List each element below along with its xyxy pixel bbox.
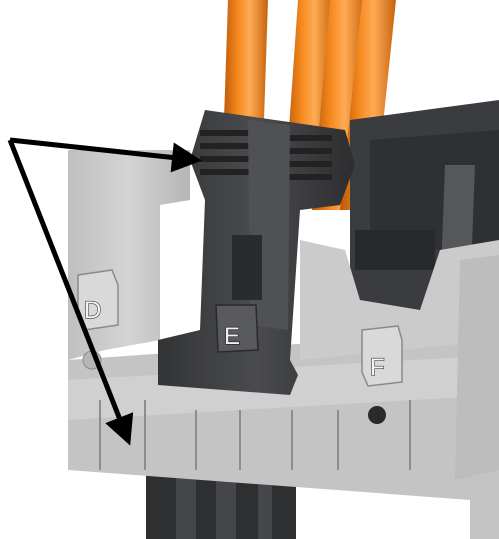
arrow-to-housing-icon — [7, 139, 134, 446]
tab-f: F — [361, 325, 403, 387]
tab-e: E — [215, 304, 259, 353]
arrow-to-latch-icon — [9, 137, 202, 173]
latch-ribs-right — [282, 135, 332, 180]
label-d: D — [84, 297, 101, 324]
label-e: E — [224, 323, 240, 350]
label-f: F — [370, 354, 385, 381]
tab-d: D — [77, 269, 119, 331]
latch-ribs-left — [200, 130, 250, 175]
arrow-icon — [7, 137, 202, 446]
screw-hole-icon — [368, 406, 386, 424]
dark-latch-connector: E — [158, 110, 355, 395]
